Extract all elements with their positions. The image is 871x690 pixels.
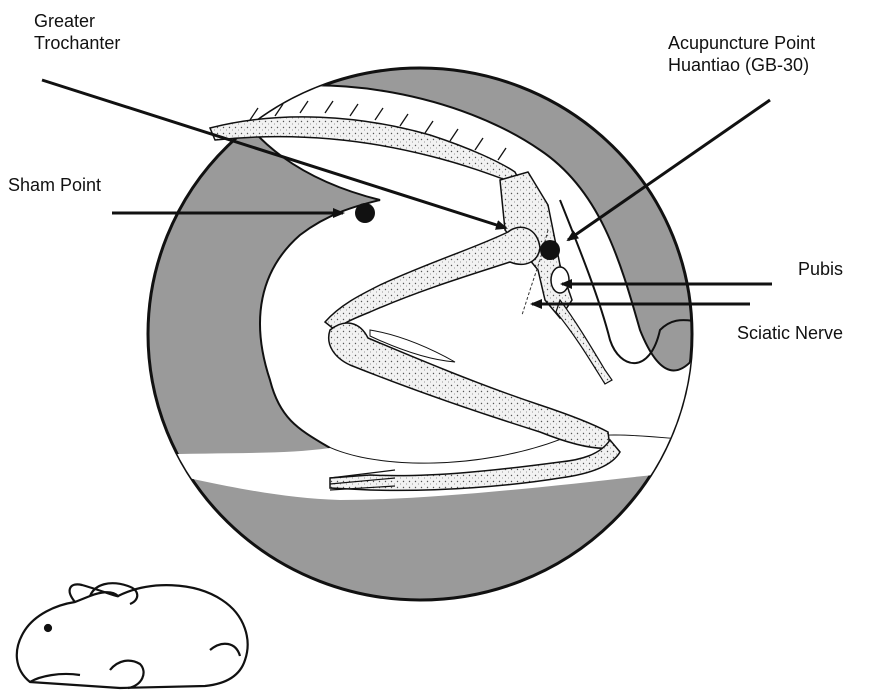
greater-trochanter-label: Greater Trochanter <box>34 10 120 54</box>
obturator-foramen <box>551 267 569 293</box>
acupuncture-point-label: Acupuncture Point Huantiao (GB-30) <box>668 32 815 76</box>
sham-point-dot <box>355 203 375 223</box>
sham-point-label: Sham Point <box>8 174 101 196</box>
acupuncture-point-label-line1: Acupuncture Point <box>668 32 815 54</box>
acupuncture-point-dot <box>540 240 560 260</box>
greater-trochanter-label-line1: Greater <box>34 10 120 32</box>
rabbit-sketch <box>17 583 248 688</box>
greater-trochanter-label-line2: Trochanter <box>34 32 120 54</box>
sciatic-nerve-label: Sciatic Nerve <box>737 322 843 344</box>
pubis-label: Pubis <box>798 258 843 280</box>
acupuncture-point-label-line2: Huantiao (GB-30) <box>668 54 815 76</box>
